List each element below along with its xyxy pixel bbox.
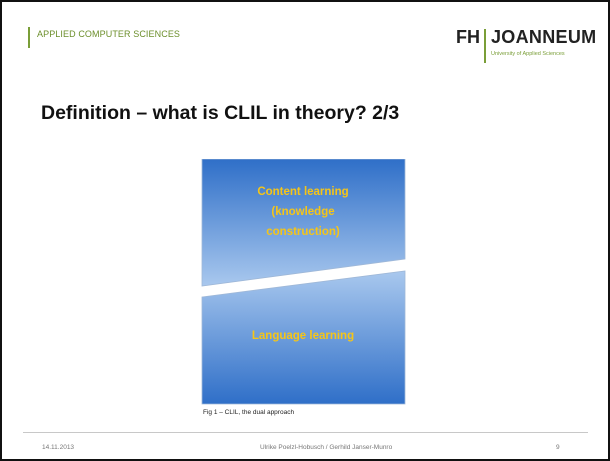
header-accent-bar <box>28 27 30 48</box>
logo-prefix: FH <box>456 27 480 47</box>
content-label-line-2: (knowledge <box>271 206 334 218</box>
logo-subtitle: University of Applied Sciences <box>491 51 565 57</box>
footer-date: 14.11.2013 <box>42 444 75 451</box>
footer-authors: Ulrike Poelzl-Hobusch / Gerhild Janser-M… <box>260 444 393 451</box>
content-label-line-1: Content learning <box>257 186 348 198</box>
logo-name: JOANNEUM <box>491 27 597 47</box>
dual-approach-diagram: Content learning (knowledge construction… <box>201 159 406 405</box>
logo-divider <box>484 29 486 63</box>
clil-dual-approach-figure: Content learning (knowledge construction… <box>200 159 410 409</box>
header-label: APPLIED COMPUTER SCIENCES <box>37 29 181 39</box>
content-learning-shape <box>201 159 406 287</box>
language-learning-shape <box>201 270 406 405</box>
figure-caption: Fig 1 – CLIL, the dual approach <box>203 409 295 416</box>
slide-title: Definition – what is CLIL in theory? 2/3 <box>41 102 400 124</box>
footer-divider <box>23 432 588 433</box>
fh-joanneum-logo: FH JOANNEUM University of Applied Scienc… <box>456 26 596 70</box>
content-label-line-3: construction) <box>266 226 340 238</box>
language-label-line-1: Language learning <box>252 330 354 342</box>
footer-page-number: 9 <box>556 444 560 451</box>
